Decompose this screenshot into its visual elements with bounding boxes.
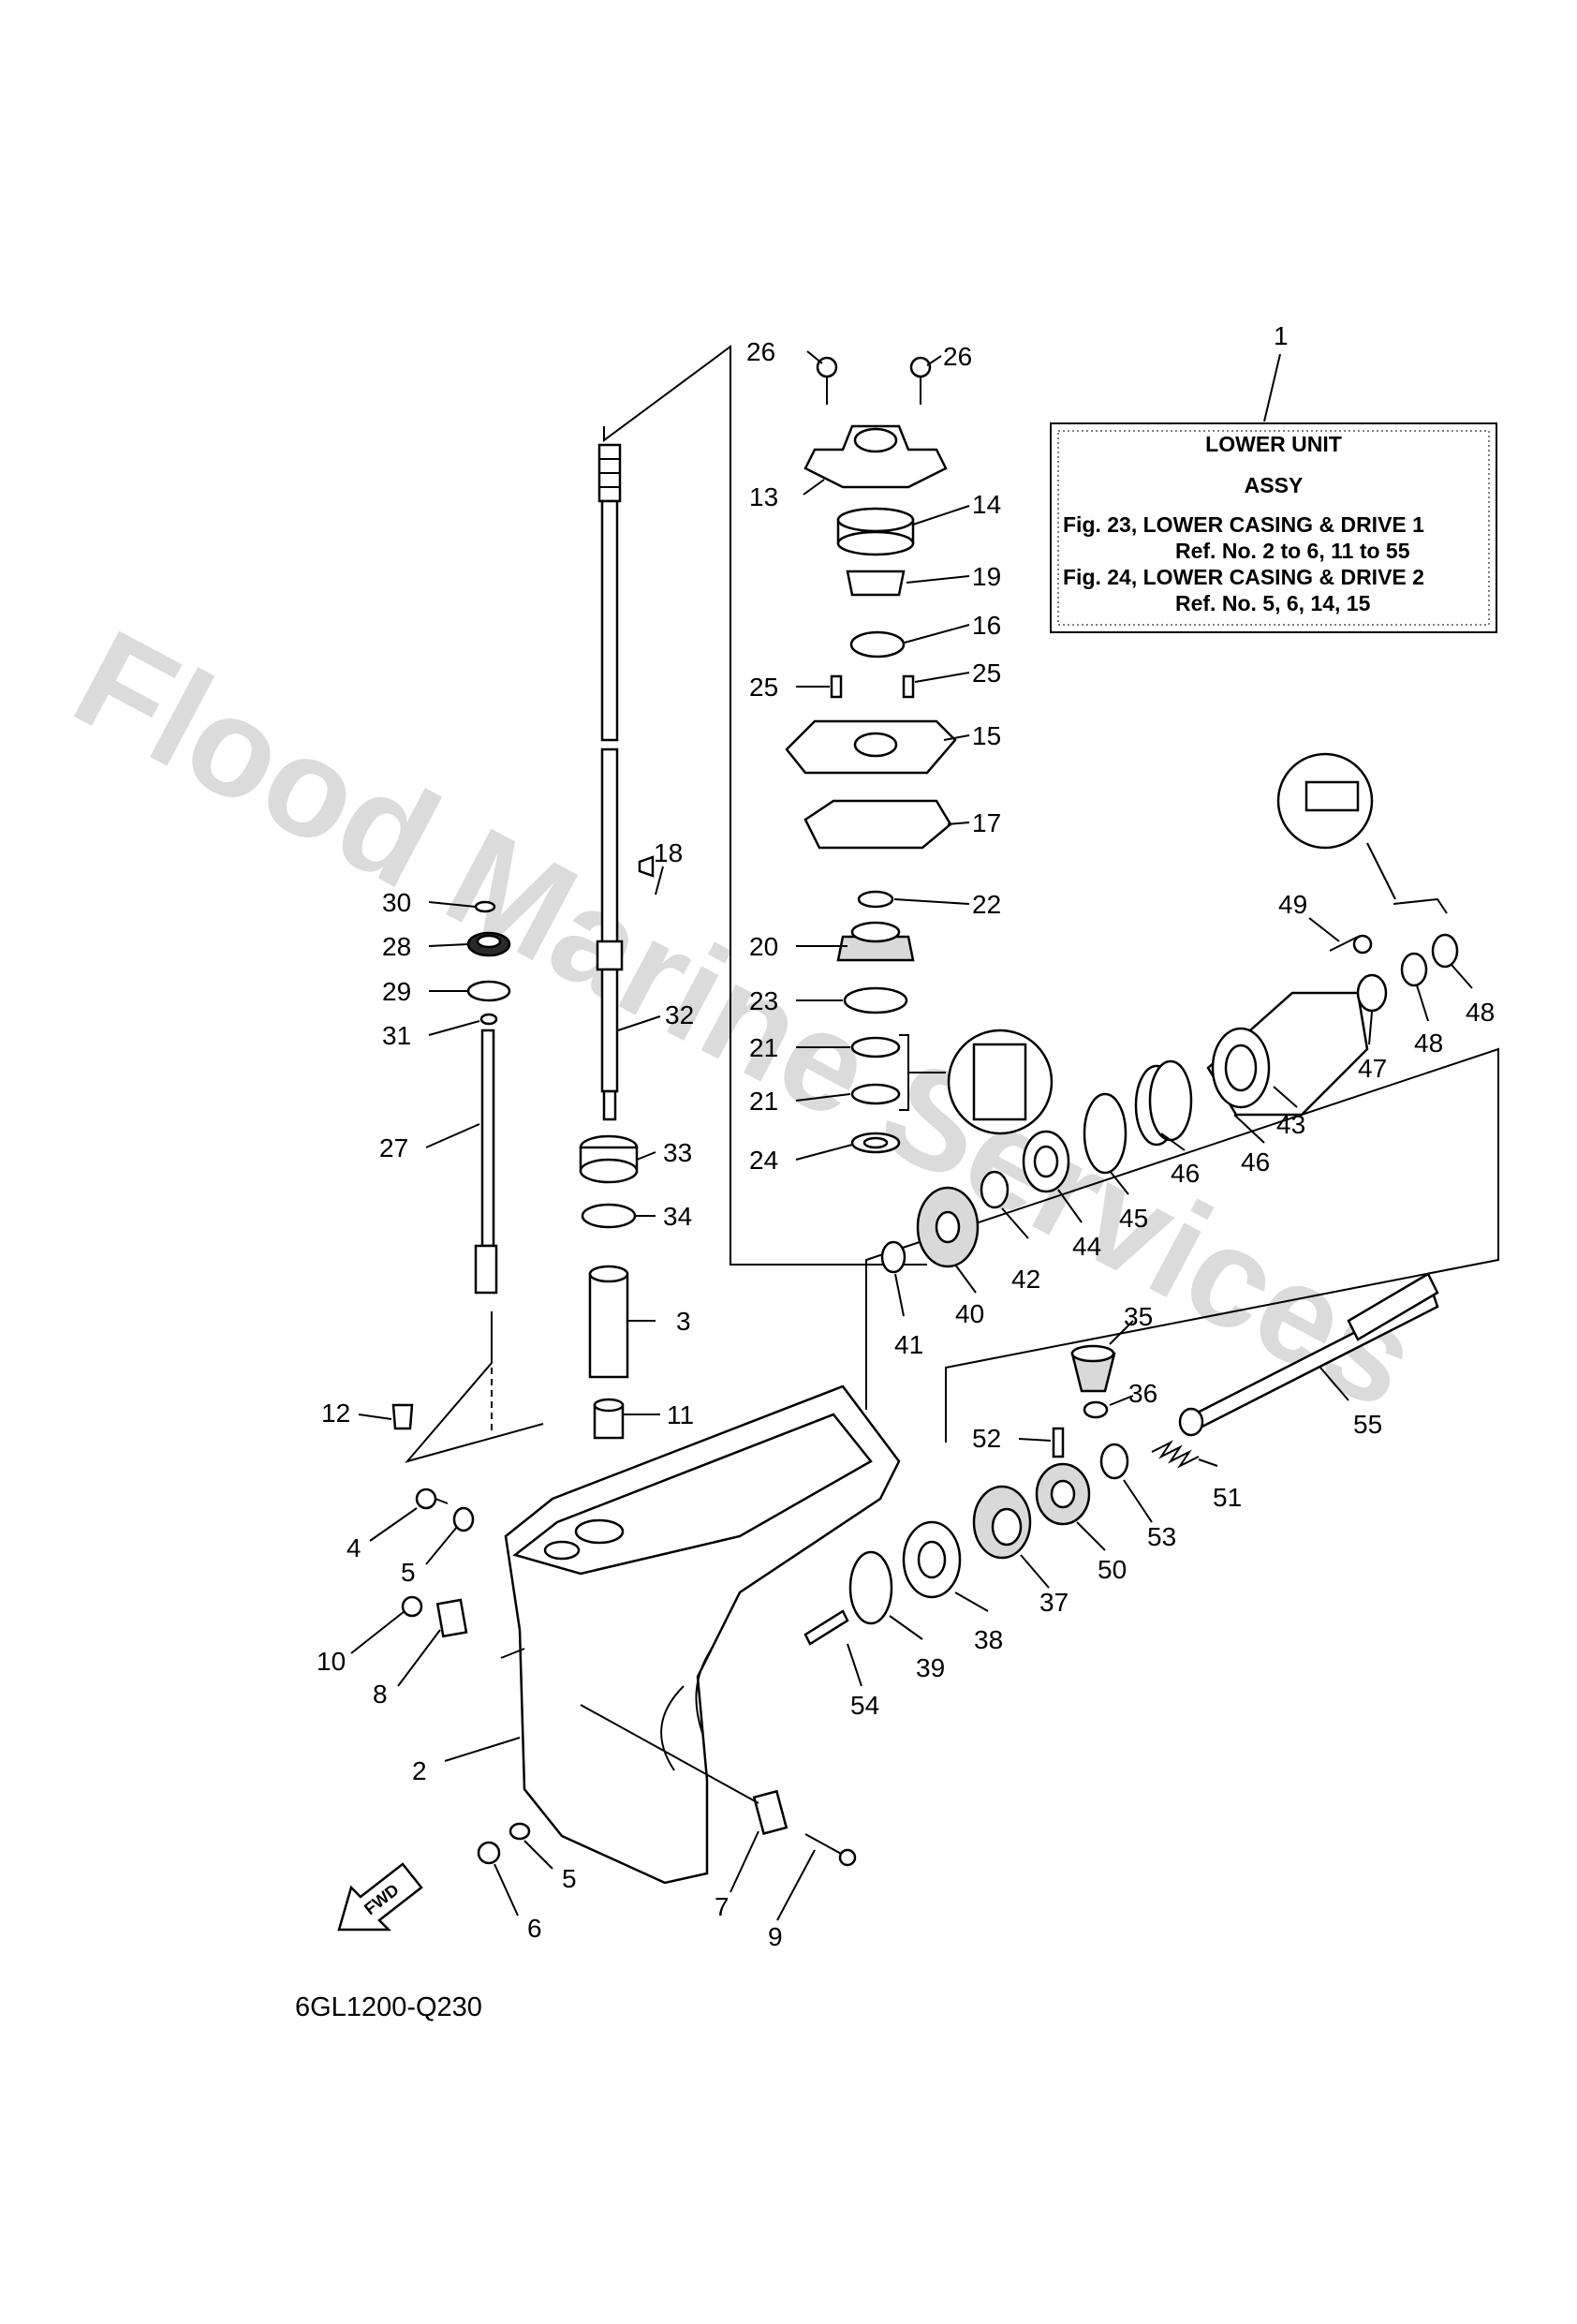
part-label-24: 24: [749, 1146, 778, 1175]
part-label-5b: 5: [562, 1864, 577, 1893]
part-label-29: 29: [382, 977, 411, 1006]
part-label-16: 16: [972, 611, 1001, 640]
part-label-30: 30: [382, 888, 411, 917]
part-label-15: 15: [972, 721, 1001, 750]
part-label-40: 40: [955, 1299, 984, 1328]
info-box-fig24-ref: Ref. No. 5, 6, 14, 15: [1175, 591, 1371, 615]
part-label-12: 12: [321, 1399, 350, 1428]
part-label-17: 17: [972, 808, 1001, 837]
part-label-28: 28: [382, 932, 411, 961]
part-label-27: 27: [379, 1133, 408, 1162]
part-label-44: 44: [1072, 1232, 1101, 1261]
part-label-53: 53: [1147, 1522, 1176, 1551]
part-label-41: 41: [894, 1330, 923, 1359]
drive-shaft: [596, 443, 624, 1121]
part-label-5a: 5: [401, 1558, 416, 1587]
part-label-26b: 26: [943, 342, 972, 371]
part-label-36: 36: [1128, 1379, 1157, 1408]
part-label-2: 2: [412, 1756, 427, 1785]
water-pump-parts: [785, 356, 1054, 1154]
part-label-54: 54: [850, 1691, 879, 1720]
shaft-bearings: [579, 1134, 639, 1440]
part-label-45: 45: [1119, 1204, 1148, 1233]
part-label-8: 8: [373, 1680, 388, 1709]
part-label-46a: 46: [1241, 1147, 1270, 1177]
part-label-33: 33: [663, 1138, 692, 1167]
part-label-50: 50: [1098, 1555, 1127, 1584]
part-label-21b: 21: [749, 1087, 778, 1116]
part-label-25b: 25: [972, 659, 1001, 688]
part-label-26a: 26: [746, 337, 775, 366]
part-label-51: 51: [1213, 1483, 1242, 1512]
part-number-labels: 26 26 13 14 19 16 25 25 15 17 18 22 20 2…: [317, 337, 1495, 1951]
part-label-48b: 48: [1466, 998, 1495, 1027]
part-label-13: 13: [749, 482, 778, 511]
part-label-47: 47: [1358, 1054, 1387, 1083]
part-label-38: 38: [974, 1625, 1003, 1654]
info-box-title: LOWER UNIT: [1205, 432, 1342, 456]
part-label-25a: 25: [749, 673, 778, 702]
part-label-52: 52: [972, 1424, 1001, 1453]
small-hardware: [391, 1403, 857, 1867]
part-label-14: 14: [972, 490, 1001, 519]
part-label-18: 18: [654, 838, 683, 867]
gear-parts: [803, 752, 1459, 1646]
part-label-20: 20: [749, 932, 778, 961]
part-label-35: 35: [1124, 1302, 1153, 1331]
part-label-7: 7: [715, 1892, 730, 1921]
part-label-39: 39: [916, 1653, 945, 1682]
part-label-9: 9: [768, 1922, 783, 1951]
info-box-fig24: Fig. 24, LOWER CASING & DRIVE 2: [1063, 565, 1424, 589]
info-box: 1 LOWER UNIT ASSY Fig. 23, LOWER CASING …: [1050, 321, 1497, 633]
part-label-31: 31: [382, 1021, 411, 1050]
diagram-code: 6GL1200-Q230: [295, 1992, 482, 2022]
part-label-48a: 48: [1414, 1029, 1443, 1058]
watermark-text: Flood Marine Services: [52, 600, 1442, 1439]
part-label-22: 22: [972, 890, 1001, 919]
leader-lines: [350, 350, 1473, 1921]
part-label-34: 34: [663, 1202, 692, 1231]
info-box-callout: 1: [1274, 321, 1289, 350]
part-label-21a: 21: [749, 1033, 778, 1062]
part-label-10: 10: [317, 1647, 346, 1676]
part-label-19: 19: [972, 562, 1001, 591]
group-frame-lines: [405, 345, 1499, 1463]
part-label-32: 32: [665, 1000, 694, 1029]
part-label-43: 43: [1276, 1110, 1305, 1139]
part-label-23: 23: [749, 986, 778, 1015]
part-label-6: 6: [527, 1914, 542, 1943]
part-label-49: 49: [1278, 890, 1307, 919]
part-label-3: 3: [676, 1307, 691, 1336]
lower-casing: [504, 1384, 901, 1885]
part-label-55: 55: [1353, 1410, 1382, 1439]
shift-rod-parts: [466, 855, 655, 1295]
info-box-fig23-ref: Ref. No. 2 to 6, 11 to 55: [1175, 539, 1410, 563]
part-label-4: 4: [346, 1533, 361, 1562]
info-box-subtitle: ASSY: [1245, 473, 1304, 497]
part-label-42: 42: [1011, 1265, 1040, 1294]
part-label-46b: 46: [1171, 1159, 1200, 1188]
info-box-fig23: Fig. 23, LOWER CASING & DRIVE 1: [1063, 512, 1424, 537]
part-label-37: 37: [1039, 1588, 1069, 1617]
fwd-arrow: FWD: [337, 1862, 423, 1932]
part-label-11: 11: [667, 1400, 694, 1429]
